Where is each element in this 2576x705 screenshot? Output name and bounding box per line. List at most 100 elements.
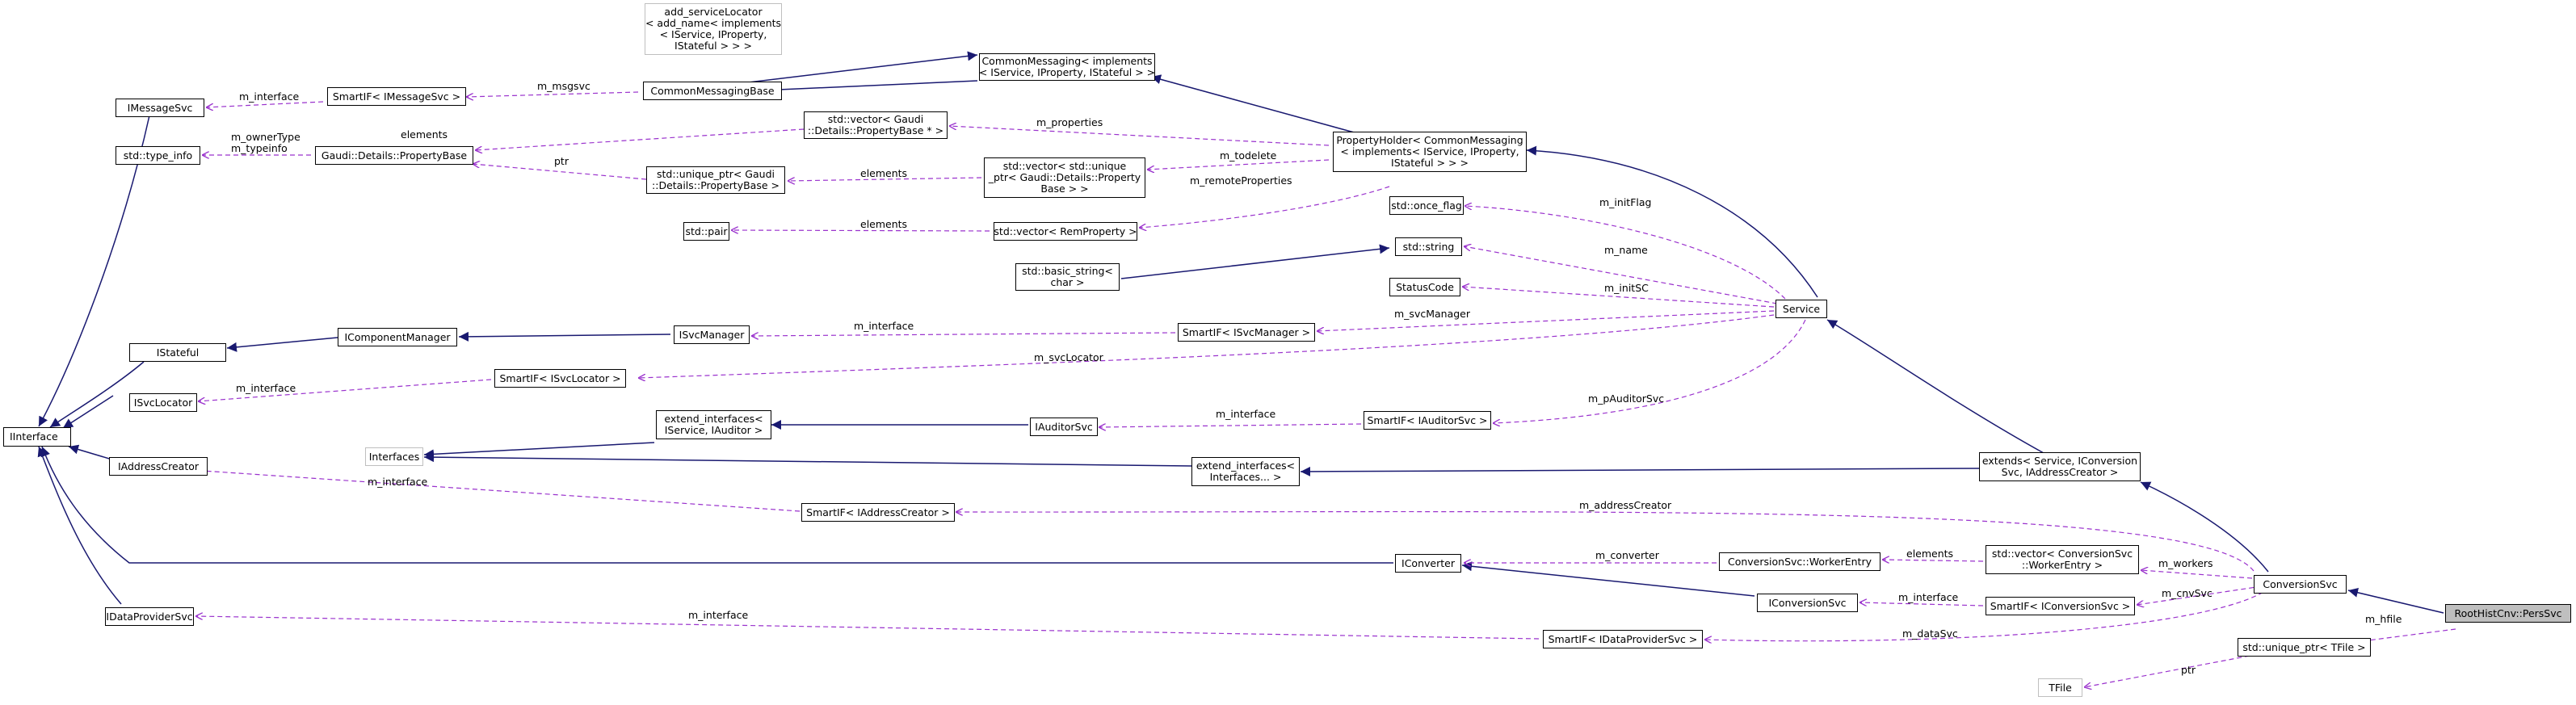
label-m-hfile: m_hfile <box>2365 613 2402 625</box>
edge-service-propertyholder <box>1526 145 1818 298</box>
node-extends-service[interactable]: extends< Service, IConversion Svc, IAddr… <box>1979 452 2141 481</box>
node-icomponentmanager[interactable]: IComponentManager <box>338 328 457 346</box>
node-vector-unique-ptr[interactable]: std::vector< std::unique _ptr< Gaudi::De… <box>984 157 1145 198</box>
edge-istateful-iinterface <box>49 361 145 428</box>
label-m-name: m_name <box>1604 244 1648 256</box>
edge-smartif-addr-iaddresscreator <box>191 470 801 512</box>
label-m-initflag: m_initFlag <box>1599 196 1652 208</box>
node-basic-string[interactable]: std::basic_string< char > <box>1015 263 1120 291</box>
label-m-remoteproperties: m_remoteProperties <box>1190 174 1292 187</box>
node-idataprovidersvc[interactable]: IDataProviderSvc <box>105 607 194 626</box>
edge-smartif-svcloc-isvclocator <box>198 379 492 401</box>
edge-basicstring-string <box>1120 244 1390 279</box>
node-commonmessagingbase[interactable]: CommonMessagingBase <box>643 82 782 100</box>
label-m-addresscreator: m_addressCreator <box>1579 499 1672 511</box>
label-ptr-pb: ptr <box>554 155 569 167</box>
edge-service-smartif-svcmgr <box>1317 310 1775 331</box>
node-add-servicelocator[interactable]: add_serviceLocator < add_name< implement… <box>645 3 782 55</box>
edge-iconverter-iinterface <box>40 446 1393 564</box>
edge-propertyholder-vector-pb <box>949 126 1330 146</box>
node-roothistcnv-perssvc[interactable]: RootHistCnv::PersSvc <box>2445 604 2571 623</box>
edge-uniqueptr-propertybase <box>473 164 647 180</box>
node-propertybase[interactable]: Gaudi::Details::PropertyBase <box>315 146 473 165</box>
edge-smartif-dp-idataprovidersvc <box>195 616 1540 640</box>
node-smartif-iauditorsvc[interactable]: SmartIF< IAuditorSvc > <box>1364 411 1491 430</box>
edge-service-onceflag <box>1464 206 1786 300</box>
edge-extend-svcauditor-interfaces <box>423 442 655 460</box>
node-pair[interactable]: std::pair <box>683 222 729 241</box>
usage-edges <box>191 91 2456 687</box>
node-isvclocator[interactable]: ISvcLocator <box>129 393 197 412</box>
edge-extends-service <box>1826 319 2044 454</box>
node-smartif-idataprovidersvc[interactable]: SmartIF< IDataProviderSvc > <box>1543 630 1703 648</box>
label-ptr-tfile: ptr <box>2181 664 2196 676</box>
node-iconversionsvc[interactable]: IConversionSvc <box>1757 594 1858 612</box>
node-imessagesvc[interactable]: IMessageSvc <box>116 99 204 117</box>
label-elements-workerentry: elements <box>1906 548 1954 560</box>
edge-vector-rem-pair <box>731 230 990 231</box>
node-smartif-imessagesvc[interactable]: SmartIF< IMessageSvc > <box>327 87 466 106</box>
edge-roothist-conversionsvc <box>2347 587 2444 614</box>
node-iaddresscreator[interactable]: IAddressCreator <box>109 457 208 476</box>
label-m-initsc: m_initSC <box>1604 282 1649 294</box>
label-m-interface-svcloc: m_interface <box>236 382 296 394</box>
node-extend-interfaces-isvc-iauditor[interactable]: extend_interfaces< IService, IAuditor > <box>656 410 771 439</box>
edge-isvclocator-iinterface <box>62 395 114 429</box>
edge-imessagesvc-iinterface <box>38 115 150 427</box>
node-type-info[interactable]: std::type_info <box>116 146 200 165</box>
edge-extend-interfaces-interfaces <box>423 452 1192 467</box>
node-tfile[interactable]: TFile <box>2038 678 2082 697</box>
node-smartif-iconversionsvc[interactable]: SmartIF< IConversionSvc > <box>1986 597 2135 615</box>
node-interfaces[interactable]: Interfaces <box>365 447 423 466</box>
node-once-flag[interactable]: std::once_flag <box>1389 196 1464 215</box>
node-string[interactable]: std::string <box>1395 237 1462 256</box>
node-isvcmanager[interactable]: ISvcManager <box>674 325 750 344</box>
label-m-pauditorsvc: m_pAuditorSvc <box>1588 392 1665 405</box>
node-vector-propertybase[interactable]: std::vector< Gaudi ::Details::PropertyBa… <box>804 111 948 139</box>
edge-smartif-conv-iconversionsvc <box>1860 602 1984 606</box>
node-iconverter[interactable]: IConverter <box>1395 554 1461 573</box>
edge-service-smartif-svcloc <box>638 314 1775 378</box>
edge-commonmessaging-commonmessagingbase <box>742 80 978 96</box>
edge-conversionsvc-smartif-conv <box>2137 585 2263 605</box>
node-iinterface[interactable]: IInterface <box>3 427 71 447</box>
edge-propertyholder-vector-rem <box>1139 186 1390 228</box>
label-m-interface-addr: m_interface <box>368 476 428 488</box>
edge-service-statuscode <box>1462 287 1775 308</box>
label-elements-up: elements <box>860 167 908 179</box>
node-conversionsvc[interactable]: ConversionSvc <box>2254 575 2347 594</box>
edge-smartif-msgsvc-imessagesvc <box>206 101 324 107</box>
node-commonmessaging[interactable]: CommonMessaging< implements < IService, … <box>979 53 1155 81</box>
edge-svcmanager-componentmanager <box>458 331 671 342</box>
label-m-interface-dp: m_interface <box>688 609 749 621</box>
label-elements-pair: elements <box>860 218 908 230</box>
node-statuscode[interactable]: StatusCode <box>1389 278 1460 296</box>
edge-conversionsvc-vector-we <box>2141 570 2253 579</box>
edge-componentmanager-istateful <box>226 337 338 352</box>
node-vector-workerentry[interactable]: std::vector< ConversionSvc ::WorkerEntry… <box>1986 545 2139 574</box>
node-unique-ptr-tfile[interactable]: std::unique_ptr< TFile > <box>2238 638 2371 657</box>
node-unique-ptr-propertybase[interactable]: std::unique_ptr< Gaudi ::Details::Proper… <box>646 166 785 194</box>
edge-conversionsvc-smartif-dp <box>1704 587 2271 641</box>
node-workerentry[interactable]: ConversionSvc::WorkerEntry <box>1719 552 1881 571</box>
edge-commonmessagingbase-addservicelocator <box>734 51 978 85</box>
edge-idataprovidersvc-iinterface <box>37 446 122 605</box>
label-m-datasvc: m_dataSvc <box>1902 627 1958 640</box>
node-istateful[interactable]: IStateful <box>129 343 226 362</box>
label-m-interface-conv: m_interface <box>1898 591 1959 603</box>
edge-service-string <box>1464 246 1778 304</box>
node-smartif-iaddresscreator[interactable]: SmartIF< IAddressCreator > <box>801 503 955 522</box>
edge-conversionsvc-smartif-addr <box>956 512 2255 572</box>
label-m-workers: m_workers <box>2158 557 2213 569</box>
node-service[interactable]: Service <box>1775 300 1827 318</box>
node-vector-remproperty[interactable]: std::vector< RemProperty > <box>994 222 1137 241</box>
node-smartif-isvclocator[interactable]: SmartIF< ISvcLocator > <box>494 369 626 388</box>
node-iauditorsvc[interactable]: IAuditorSvc <box>1030 418 1098 436</box>
node-extend-interfaces[interactable]: extend_interfaces< Interfaces... > <box>1191 457 1300 486</box>
label-m-properties: m_properties <box>1036 116 1103 128</box>
edge-propertyholder-vector-up <box>1147 159 1330 170</box>
label-m-converter: m_converter <box>1595 549 1659 561</box>
node-smartif-isvcmanager[interactable]: SmartIF< ISvcManager > <box>1178 323 1315 342</box>
node-propertyholder[interactable]: PropertyHolder< CommonMessaging < implem… <box>1333 132 1527 172</box>
